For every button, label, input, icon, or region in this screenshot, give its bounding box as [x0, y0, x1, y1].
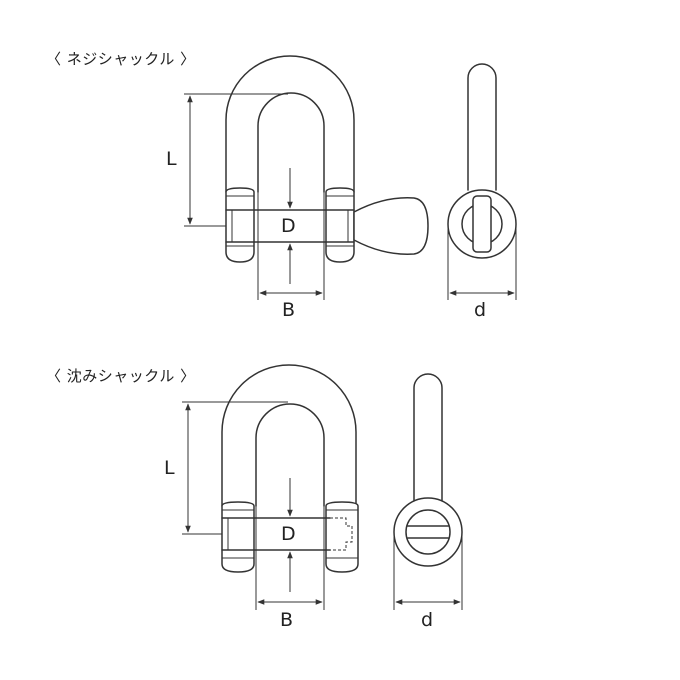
- sunk-label-D: D: [281, 523, 296, 545]
- sunk-dim-L: L: [164, 401, 288, 535]
- screw-label-d: d: [474, 299, 486, 321]
- screw-label-D: D: [281, 215, 296, 237]
- screw-label-L: L: [166, 148, 177, 170]
- sunk-dim-D: D: [281, 478, 296, 592]
- screw-dim-L: L: [166, 93, 288, 227]
- heading-sunk-shackle: 〈 沈みシャックル 〉: [46, 367, 196, 385]
- sunk-dim-d: d: [393, 532, 463, 631]
- sunk-label-B: B: [280, 609, 293, 631]
- sunk-dim-B: B: [255, 506, 325, 631]
- screw-label-B: B: [282, 299, 295, 321]
- sunk-label-L: L: [164, 457, 175, 479]
- screw-dim-B: B: [257, 192, 325, 321]
- screw-shackle-front-view: [225, 55, 429, 263]
- sunk-shackle-front-view: [221, 364, 359, 573]
- screw-shackle-side-view: [447, 63, 517, 259]
- sunk-shackle-side-view: [393, 373, 463, 567]
- heading-screw-shackle: 〈 ネジシャックル 〉: [46, 50, 196, 68]
- screw-dim-d: d: [447, 224, 517, 321]
- sunk-label-d: d: [421, 609, 433, 631]
- screw-dim-D: D: [281, 168, 296, 284]
